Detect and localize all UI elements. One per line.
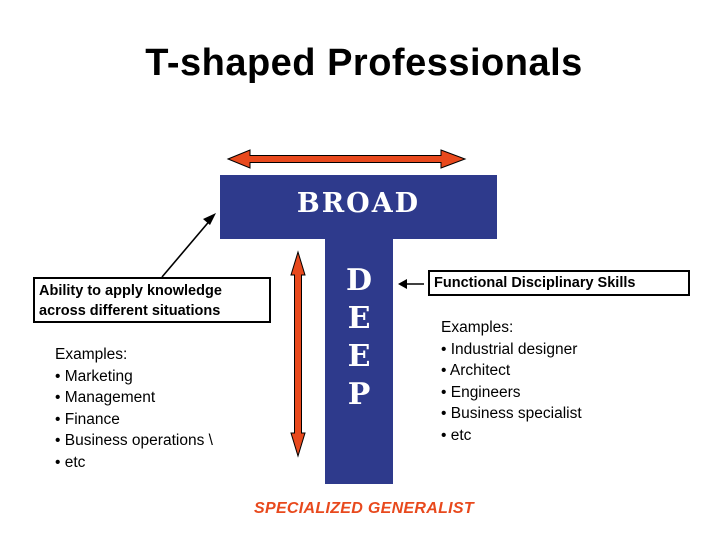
vertical-double-arrow xyxy=(290,250,306,458)
deep-letter: P xyxy=(347,377,371,412)
list-item: • Engineers xyxy=(441,383,521,401)
examples-heading: Examples: xyxy=(55,346,128,363)
list-item: • Management xyxy=(55,389,156,406)
list-item: • Industrial designer xyxy=(441,340,578,358)
ability-box-line: across different situations xyxy=(39,303,221,319)
deep-letter: E xyxy=(347,301,371,336)
examples-heading: Examples: xyxy=(441,319,514,336)
list-item: • Architect xyxy=(441,362,511,379)
list-item: • Business specialist xyxy=(441,405,582,422)
broad-label: BROAD xyxy=(296,188,421,219)
t-crossbar xyxy=(220,175,497,239)
ability-box: Ability to apply knowledge across differ… xyxy=(33,277,271,323)
list-item: • Marketing xyxy=(55,367,133,385)
ability-box-line: Ability to apply knowledge xyxy=(39,283,222,299)
left-examples: Examples: • Marketing • Management • Fin… xyxy=(55,344,213,473)
functional-skills-box: Functional Disciplinary Skills xyxy=(428,270,690,296)
horizontal-double-arrow xyxy=(226,149,467,169)
list-item: • etc xyxy=(441,426,472,444)
deep-letter: E xyxy=(347,339,371,374)
ability-pointer-line xyxy=(161,217,213,278)
page-title: T-shaped Professionals xyxy=(145,42,583,84)
list-item: • Finance xyxy=(55,410,120,428)
t-stem xyxy=(325,239,393,484)
functional-pointer-arrowhead xyxy=(398,279,407,289)
deep-letter: D xyxy=(345,263,372,298)
right-examples: Examples: • Industrial designer • Archit… xyxy=(441,317,582,446)
deep-letters: D E E P xyxy=(325,262,393,414)
ability-pointer-arrowhead xyxy=(203,213,216,225)
list-item: • etc xyxy=(55,453,86,471)
footer-caption: SPECIALIZED GENERALIST xyxy=(254,500,474,517)
list-item: • Business operations \ xyxy=(55,432,213,449)
